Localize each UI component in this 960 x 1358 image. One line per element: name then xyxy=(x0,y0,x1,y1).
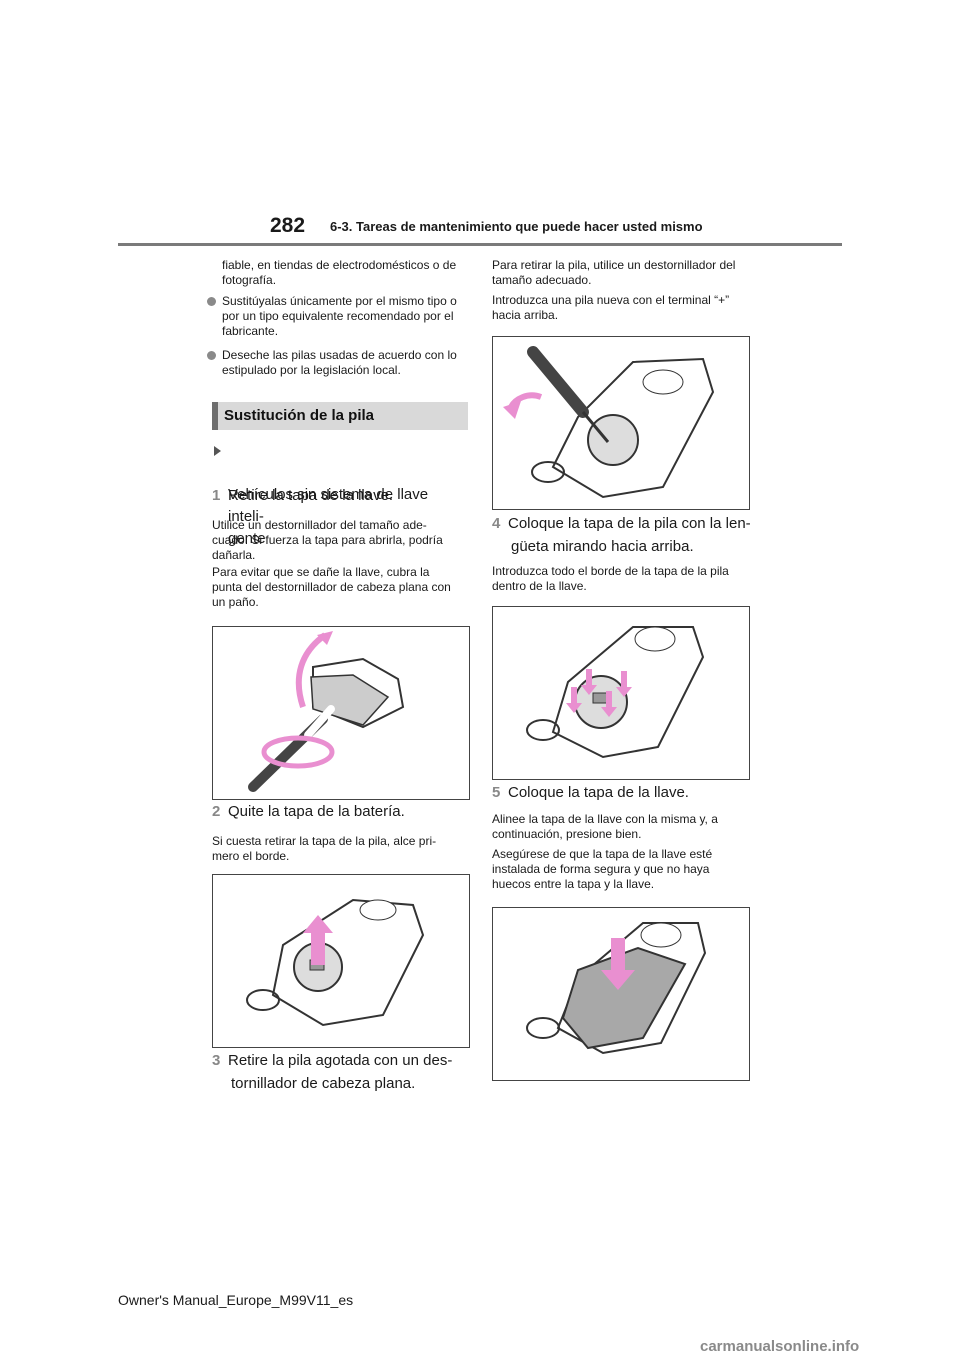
step-note: Introduzca todo el borde de la tapa de l… xyxy=(492,564,729,593)
step-title: Coloque la tapa de la llave. xyxy=(508,784,689,801)
step-title: Retire la pila agotada con un des- xyxy=(228,1052,453,1069)
step-note: Para evitar que se dañe la llave, cubra … xyxy=(212,565,451,609)
step-note: Asegúrese de que la tapa de la llave est… xyxy=(492,847,713,891)
step-note: Utilice un destornillador del tamaño ade… xyxy=(212,518,443,562)
step-title: Retire la tapa de la llave. xyxy=(228,487,394,504)
figure-install-battery-cover xyxy=(492,606,750,780)
bullet-icon xyxy=(207,351,216,360)
step-title-cont: tornillador de cabeza plana. xyxy=(231,1075,416,1092)
footer-text: Owner's Manual_Europe_M99V11_es xyxy=(118,1292,354,1308)
subheading: Sustitución de la pila xyxy=(224,407,375,424)
step-1: 1 Retire la tapa de la llave. xyxy=(212,485,472,507)
bullet-item: Sustitúyalas únicamente por el mismo tip… xyxy=(207,294,470,339)
condition-text: Vehículos sin sistema de llave inteli- g… xyxy=(228,486,429,547)
step-number: 3 xyxy=(212,1052,221,1069)
page-number: 282 xyxy=(270,214,306,237)
step-note: Introduzca una pila nueva con el termina… xyxy=(492,293,730,322)
bullet-icon xyxy=(207,297,216,306)
figure-remove-battery-cover xyxy=(212,874,470,1048)
step-number: 1 xyxy=(212,487,221,504)
triangle-bullet-icon xyxy=(214,446,221,456)
subheading-bar xyxy=(212,402,218,430)
step-title: Coloque la tapa de la pila con la len- xyxy=(508,515,751,532)
step-note: Para retirar la pila, utilice un destorn… xyxy=(492,258,736,287)
bullet-item: Deseche las pilas usadas de acuerdo con … xyxy=(207,348,470,378)
bullet-text: Sustitúyalas únicamente por el mismo tip… xyxy=(222,294,457,338)
step-title: Quite la tapa de la batería. xyxy=(228,803,405,820)
step-title-cont: güeta mirando hacia arriba. xyxy=(511,538,694,555)
figure-install-key-cover xyxy=(492,907,750,1081)
bullet-text: Deseche las pilas usadas de acuerdo con … xyxy=(222,348,457,377)
step-3: 3 Retire la pila agotada con un des- xyxy=(212,1050,472,1072)
step-note: Si cuesta retirar la tapa de la pila, al… xyxy=(212,834,437,863)
header-rule xyxy=(118,243,842,246)
step-number: 2 xyxy=(212,803,221,820)
subheading-box: Sustitución de la pila xyxy=(212,402,468,430)
step-5: 5 Coloque la tapa de la llave. xyxy=(492,782,752,804)
step-note: Alinee la tapa de la llave con la misma … xyxy=(492,812,718,841)
step-number: 5 xyxy=(492,784,501,801)
step-2: 2 Quite la tapa de la batería. xyxy=(212,801,472,823)
section-title: 6-3. Tareas de mantenimiento que puede h… xyxy=(330,219,703,234)
step-4: 4 Coloque la tapa de la pila con la len- xyxy=(492,513,752,535)
step-number: 4 xyxy=(492,515,501,532)
figure-remove-battery xyxy=(492,336,750,510)
figure-remove-key-cover xyxy=(212,626,470,800)
intro-text: fiable, en tiendas de electrodomésticos … xyxy=(222,258,457,287)
condition-label: Vehículos sin sistema de llave inteli- g… xyxy=(214,440,468,550)
watermark: carmanualsonline.info xyxy=(700,1338,860,1355)
